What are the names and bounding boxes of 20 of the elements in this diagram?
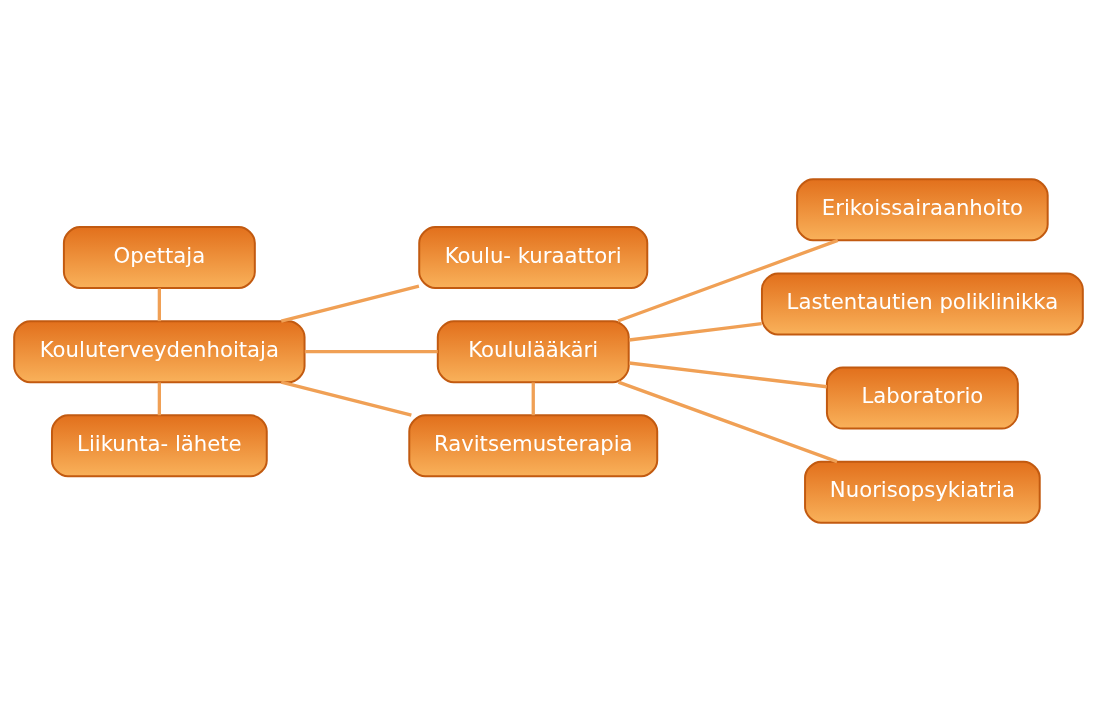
connector — [280, 380, 412, 417]
connector — [531, 382, 535, 415]
node-box: Opettaja — [62, 225, 256, 289]
connector — [628, 321, 762, 342]
node-box: Kouluterveydenhoitaja — [13, 319, 306, 383]
connector — [628, 360, 828, 388]
connector — [280, 284, 420, 323]
node-box: Liikunta- lähete — [50, 413, 268, 477]
connector — [617, 380, 838, 463]
connector — [157, 287, 162, 321]
node-box: Nuorisopsykiatria — [804, 460, 1041, 524]
node-box: Laboratorio — [825, 366, 1019, 430]
connector — [304, 349, 438, 353]
node-box: Lastentautien poliklinikka — [760, 271, 1084, 335]
node-box: Koululääkäri — [436, 319, 630, 383]
node-box: Koulu- kuraattori — [418, 225, 649, 289]
connector — [617, 238, 839, 323]
node-box: Erikoissairaanhoito — [796, 177, 1049, 241]
node-box: Ravitsemusterapia — [408, 413, 659, 477]
connector — [157, 382, 162, 415]
